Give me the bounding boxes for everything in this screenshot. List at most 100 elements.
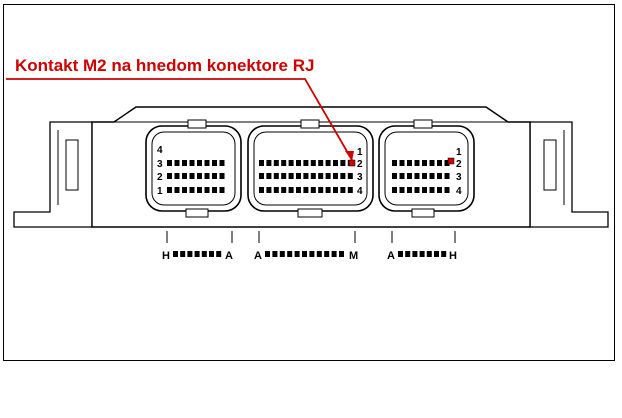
highlight-pin-m2 [348,159,356,167]
connector-pin [407,160,412,166]
connector-pin [281,187,287,193]
scale-pin-mark [441,251,447,257]
row-number: 1 [456,147,462,158]
connector-pin [318,160,324,166]
pins-middle [259,160,353,193]
connector-pin [281,173,287,179]
connector-pin [182,173,187,179]
row-number: 2 [456,159,462,170]
connector-pin [422,187,427,193]
scale-pin-mark [180,251,186,257]
connector-pin [303,173,309,179]
scale-pin-mark [194,251,200,257]
scale-pin-mark [405,251,411,257]
connector-pin [444,187,450,193]
connector-pin [340,187,346,193]
pin-scale-left: H A [162,231,233,262]
scale-pin-mark [216,251,222,257]
connector-pin [259,173,264,179]
connector-pin [174,187,180,193]
scale-pin-mark [201,251,207,257]
connector-pin [414,173,420,179]
connector-pin [347,187,353,193]
connector-pin [296,187,301,193]
scale-pin-mark [324,251,330,257]
scale-pin-mark [309,251,315,257]
callout-label: Kontakt M2 na hnedom konektore RJ [15,56,315,75]
connector-pin [310,187,316,193]
row-number: 1 [357,147,363,158]
connector-pin [407,187,412,193]
connector-pin [266,187,272,193]
connector-pin [340,173,346,179]
connector-pin [303,160,309,166]
connector-pin [399,160,405,166]
scale-pin-mark [339,251,344,257]
connector-pin [288,160,294,166]
scale-pin-mark [209,251,214,257]
connector-pin [189,173,195,179]
scale-pin-mark [426,251,432,257]
row-number: 4 [157,145,163,156]
highlight-pin-right [447,157,455,165]
connector-pin [325,187,331,193]
scale-pin-mark [187,251,193,257]
right-mounting-flange [529,121,609,228]
connector-pin [189,160,195,166]
connector-pin [204,187,210,193]
connector-pin [174,160,180,166]
pin-scale-start-label: H [162,250,170,262]
scale-pin-mark [265,251,270,257]
connector-pin [422,160,427,166]
pin-scale-start-label: A [387,250,395,262]
connector-pin [212,160,217,166]
scale-pin-mark [434,251,439,257]
scale-pin-mark [419,251,425,257]
scale-pin-mark [173,251,178,257]
pin-scale-middle: A M [254,231,358,262]
connector-pin [212,173,217,179]
connector-pin [318,173,324,179]
connector-pin [318,187,324,193]
connector-pin [325,160,331,166]
row-number: 2 [157,172,163,183]
row-number: 3 [456,172,462,183]
connector-pin [204,160,210,166]
connector-pin [414,160,420,166]
connector-pin [392,160,397,166]
connector-pin [204,173,210,179]
pin-scale-end-label: M [349,250,358,262]
connector-pin [429,160,435,166]
connector-pin [174,173,180,179]
connector-pin [182,187,187,193]
scale-pin-mark [294,251,300,257]
connector-pin [296,160,301,166]
connector-pin [197,173,202,179]
connector-pin [399,187,405,193]
connector-pin [437,187,442,193]
connector-pin [288,187,294,193]
connector-pin [167,173,172,179]
connector-pin [167,160,172,166]
left-flange-detail [57,130,79,205]
connector-pin [182,160,187,166]
left-mounting-flange [13,121,93,228]
row-number: 3 [357,172,363,183]
connector-pin [273,187,279,193]
row-number: 2 [357,159,363,170]
connector-pin [444,173,450,179]
connector-pin [407,173,412,179]
scale-pin-mark [279,251,285,257]
scale-pin-mark [398,251,403,257]
connector-pin [212,187,217,193]
connector-pin [273,173,279,179]
pin-scale-end-label: A [225,250,233,262]
row-number: 1 [157,186,163,197]
connector-pin [414,187,420,193]
connector-pin [437,173,442,179]
connector-pin [273,160,279,166]
connector-pin [347,173,353,179]
scale-pin-mark [331,251,337,257]
connector-pin [219,173,225,179]
